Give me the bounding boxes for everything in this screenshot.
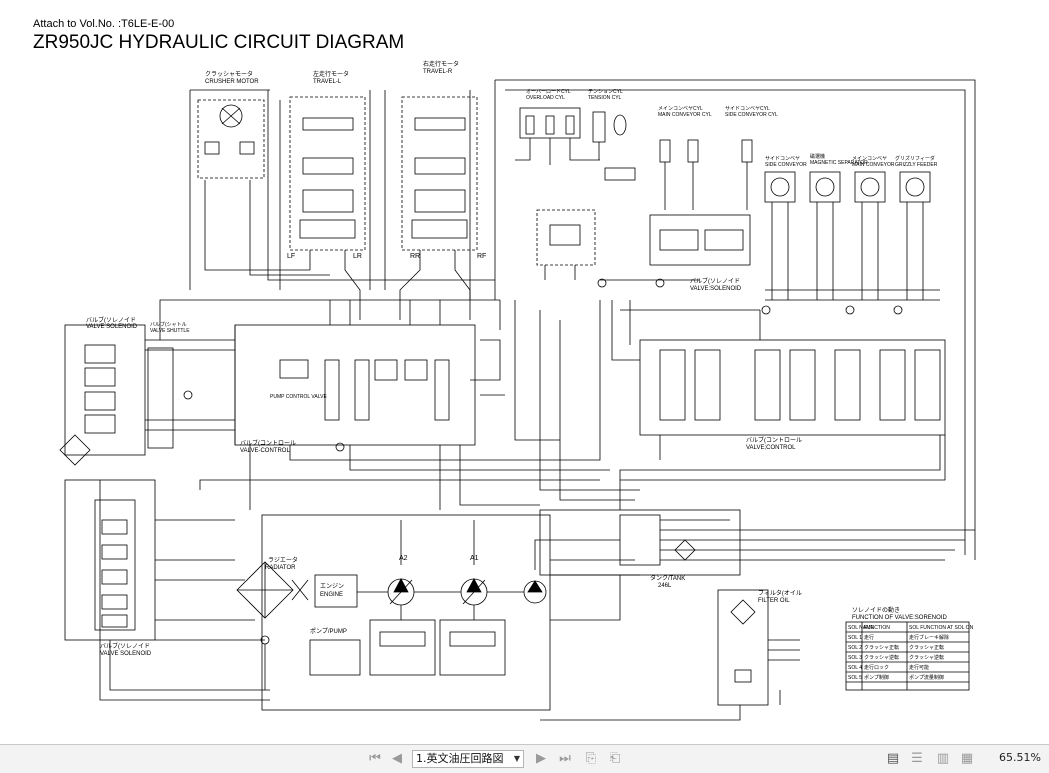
tension-cyl-label: TENSION CYL: [588, 95, 622, 101]
side-conveyor-cyl-jp-label: サイドコンベヤCYL: [725, 106, 770, 112]
table-cell: 走行ブレーキ解除: [909, 634, 949, 641]
table-cell: クラッシャ正転: [909, 645, 944, 651]
valve-shuttle-jp-label: バルブ(シャトル: [150, 321, 187, 328]
table-header-sol-name: SOL NAME: [848, 625, 874, 631]
page-select[interactable]: 1.英文油圧回路図 ▼: [412, 750, 524, 768]
page-title: ZR950JC HYDRAULIC CIRCUIT DIAGRAM: [33, 32, 404, 53]
tension-cyl-jp-label: テンションCYL: [588, 89, 623, 95]
overload-cyl-label: OVERLOAD CYL: [526, 95, 565, 101]
valve-solenoid-bottom-jp-label: バルブ(ソレノイド: [100, 642, 150, 650]
viewer-toolbar: ⏮ ◀ 1.英文油圧回路図 ▼ ▶ ⏭ ⎘ ⎗ ▤ ☰ ▥ ▦ 65.51%: [0, 744, 1049, 773]
last-page-button[interactable]: ⏭: [559, 751, 571, 766]
travel-r-label: TRAVEL-R: [423, 69, 453, 75]
engine-jp-label: エンジン: [320, 583, 344, 590]
lf-label: LF: [287, 253, 295, 260]
table-cell: SOL 2: [848, 645, 862, 651]
main-conveyor-cyl-jp-label: メインコンベヤCYL: [658, 106, 703, 112]
valve-shuttle-label: VALVE SHUTTLE: [150, 328, 190, 334]
pump-control-valve-label: PUMP CONTROL VALVE: [270, 394, 327, 400]
table-cell: クラッシャ逆転: [909, 654, 944, 661]
rf-label: RF: [477, 253, 486, 260]
filter-oil-label: FILTER OIL: [758, 598, 790, 604]
table-cell: 走行可能: [909, 664, 929, 671]
previous-page-button[interactable]: ◀: [392, 751, 402, 766]
valve-solenoid-left-jp-label: バルブ(ソレノイド: [86, 316, 136, 324]
facing-view-icon[interactable]: ▥: [936, 751, 950, 766]
first-page-button[interactable]: ⏮: [369, 751, 381, 766]
main-conveyor-label: MAIN CONVEYOR: [852, 162, 895, 168]
travel-l-jp-label: 左走行モータ: [313, 70, 349, 78]
travel-r-jp-label: 右走行モータ: [423, 60, 459, 68]
main-conveyor-cyl-label: MAIN CONVEYOR CYL: [658, 112, 712, 118]
side-conveyor-jp-label: サイドコンベヤ: [765, 156, 800, 162]
table-cell: SOL 5: [848, 675, 862, 681]
lr-label: LR: [353, 253, 362, 260]
pump-label: ポンプ/PUMP: [310, 627, 347, 635]
hydraulic-schematic: Attach to Vol.No. :T6LE-E-00 ZR950JC HYD…: [33, 18, 976, 721]
radiator-label: RADIATOR: [265, 565, 296, 571]
magnetic-separator-jp-label: 磁選機: [810, 153, 825, 160]
valve-solenoid-top-label: VALVE:SOLENOID: [690, 286, 742, 292]
table-cell: クラッシャ正転: [864, 645, 899, 651]
valve-solenoid-left-label: VALVE SOLENOID: [86, 324, 138, 330]
overload-cyl-jp-label: オーバーロードCYL: [526, 89, 571, 95]
solenoid-table-title: FUNCTION OF VALVE:SORENOID: [852, 615, 947, 621]
main-conveyor-jp-label: メインコンベヤ: [852, 156, 887, 162]
grizzly-feeder-label: GRIZZLY FEEDER: [895, 162, 938, 168]
table-cell: SOL 4: [848, 665, 862, 671]
table-cell: クラッシャ逆転: [864, 654, 899, 661]
grizzly-feeder-jp-label: グリズリフィーダ: [895, 155, 935, 162]
valve-control-left-label: VALVE-CONTROL: [240, 448, 290, 454]
valve-solenoid-bottom-label: VALVE SOLENOID: [100, 651, 152, 657]
magnetic-separator-label: MAGNETIC SEPARATOR: [810, 160, 868, 166]
engine-label: ENGINE: [320, 592, 343, 598]
single-page-view-icon[interactable]: ▤: [886, 751, 900, 766]
table-cell: ポンプ流量制御: [909, 674, 944, 681]
continuous-facing-view-icon[interactable]: ▦: [960, 751, 974, 766]
valve-control-right-jp-label: バルブ(コントロール: [746, 436, 802, 444]
valve-solenoid-top-jp-label: バルブ(ソレノイド: [690, 277, 740, 285]
tank-capacity-label: 246L: [658, 583, 672, 589]
table-header-sol-on: SOL FUNCTION AT SOL ON: [909, 625, 974, 631]
solenoid-table-jp-title: ソレノイドの動き: [852, 606, 900, 614]
forward-view-icon[interactable]: ⎗: [609, 751, 621, 766]
crusher-motor-jp-label: クラッシャモータ: [205, 70, 253, 78]
tank-label: タンク/TANK: [650, 574, 685, 582]
chevron-down-icon: ▼: [513, 754, 520, 763]
side-conveyor-label: SIDE CONVEYOR: [765, 162, 807, 168]
table-cell: 走行ロック: [864, 664, 889, 671]
page-select-value: 1.英文油圧回路図: [416, 752, 504, 765]
table-cell: 走行: [864, 634, 874, 641]
table-header-function: FUNCTION: [864, 625, 890, 631]
filter-oil-jp-label: フィルタ(オイル: [758, 589, 802, 597]
crusher-motor-label: CRUSHER MOTOR: [205, 79, 259, 85]
zoom-level[interactable]: 65.51%: [999, 751, 1041, 764]
valve-control-right-label: VALVE;CONTROL: [746, 445, 796, 451]
document-view: Attach to Vol.No. :T6LE-E-00 ZR950JC HYD…: [33, 18, 976, 721]
table-cell: SOL 1: [848, 635, 862, 641]
attach-label: Attach to Vol.No. :T6LE-E-00: [33, 18, 174, 30]
table-cell: ポンプ制御: [864, 674, 889, 681]
travel-l-label: TRAVEL-L: [313, 79, 342, 85]
a1-label: A1: [470, 555, 479, 562]
rr-label: RR: [410, 253, 420, 260]
next-page-button[interactable]: ▶: [536, 751, 546, 766]
valve-control-left-jp-label: バルブ(コントロール: [240, 439, 296, 447]
back-view-icon[interactable]: ⎘: [585, 751, 597, 766]
radiator-jp-label: ラジエータ: [268, 556, 298, 564]
table-cell: SOL 3: [848, 655, 862, 661]
a2-label: A2: [399, 555, 408, 562]
continuous-view-icon[interactable]: ☰: [911, 751, 923, 766]
side-conveyor-cyl-label: SIDE CONVEYOR CYL: [725, 112, 778, 118]
